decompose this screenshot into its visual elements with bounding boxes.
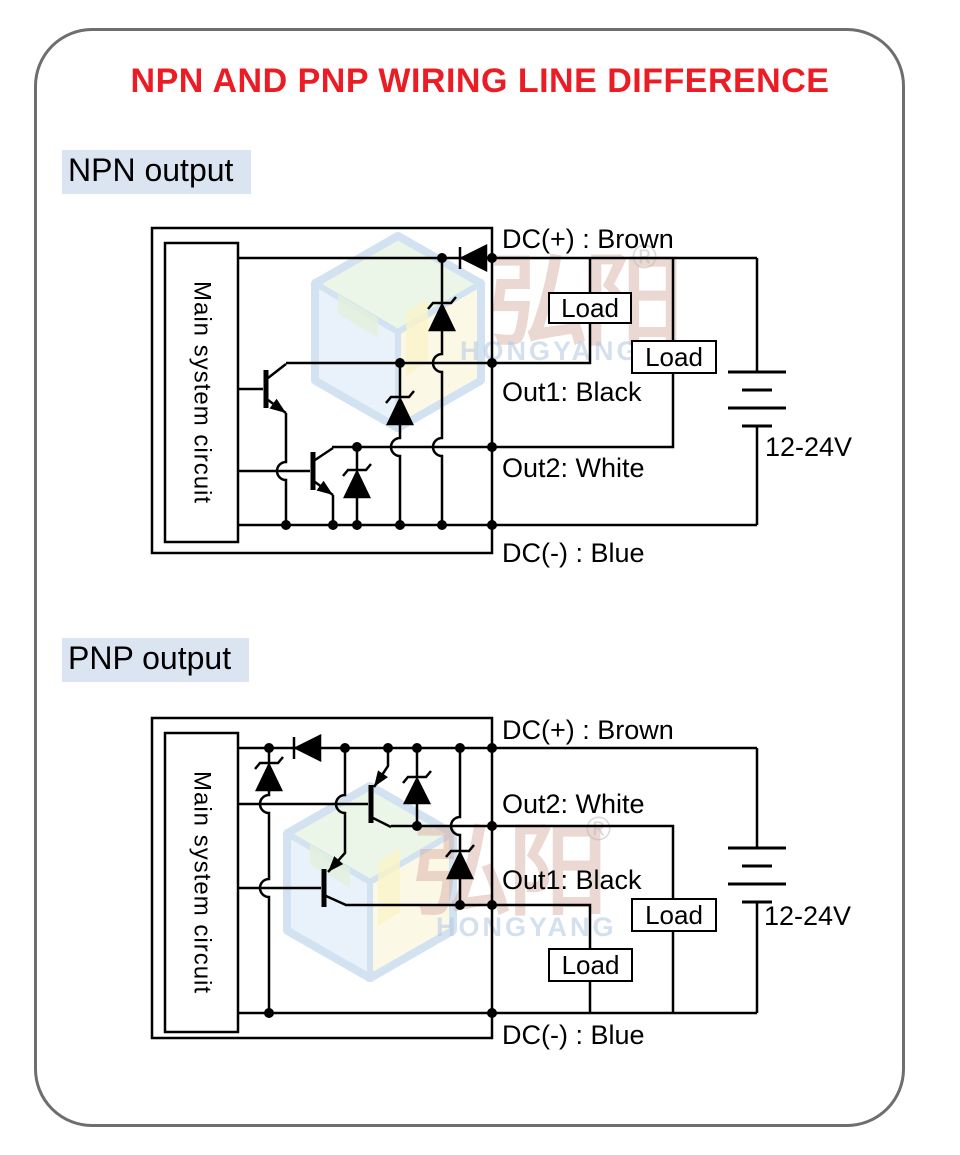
npn-out2-label: Out2: White xyxy=(502,453,645,483)
pnp-circuit-diagram xyxy=(150,716,786,1040)
npn-load2-wiring xyxy=(492,258,675,449)
npn-transistor-2-icon xyxy=(238,446,335,525)
pnp-main-system-box xyxy=(163,731,240,1034)
pnp-load1-wiring xyxy=(492,903,592,1013)
pnp-zener-diode-2-icon xyxy=(402,748,432,826)
npn-circuit-diagram xyxy=(150,226,786,555)
npn-zener-diode-2-icon xyxy=(385,363,415,525)
pnp-zener-diode-1-icon xyxy=(254,748,284,1013)
pnp-battery-icon xyxy=(728,846,786,1013)
npn-load2-box: Load xyxy=(631,340,717,374)
pnp-load1-box: Load xyxy=(548,948,633,982)
pnp-transistor-1-icon xyxy=(238,748,392,829)
npn-zener-diode-3-icon xyxy=(342,447,372,525)
npn-supply-voltage-label: 12-24V xyxy=(765,432,853,462)
pnp-out2-label: Out2: White xyxy=(502,789,645,819)
pnp-sensor-housing-box xyxy=(150,716,494,1040)
pnp-main-system-circuit-label: Main system circuit xyxy=(188,770,216,995)
pnp-dc-plus-label: DC(+) : Brown xyxy=(502,715,674,745)
npn-dc-plus-wire xyxy=(238,256,759,372)
npn-transistor-1-icon xyxy=(238,363,288,525)
npn-diode-icon xyxy=(458,243,488,273)
watermark-latin-text: HONGYANG xyxy=(436,912,617,942)
pnp-dc-plus-wire xyxy=(238,746,759,848)
pnp-diode-icon xyxy=(292,733,322,763)
npn-battery-icon xyxy=(728,370,786,525)
npn-out1-label: Out1: Black xyxy=(502,377,642,407)
npn-section-heading: NPN output xyxy=(62,150,252,194)
npn-dc-minus-label: DC(-) : Blue xyxy=(502,538,645,568)
pnp-out1-label: Out1: Black xyxy=(502,865,642,895)
npn-load1-box: Load xyxy=(548,292,632,324)
npn-main-system-circuit-label: Main system circuit xyxy=(188,280,216,505)
pnp-load2-wiring xyxy=(492,824,675,1013)
page-title: NPN AND PNP WIRING LINE DIFFERENCE xyxy=(130,62,830,100)
npn-sensor-housing-box xyxy=(150,226,494,555)
pnp-transistor-2-icon xyxy=(238,748,347,907)
npn-junction-dots xyxy=(281,253,497,530)
pnp-junction-dots xyxy=(264,743,497,1018)
pnp-load2-box: Load xyxy=(631,898,717,932)
npn-zener-diode-1-icon xyxy=(427,258,457,525)
pnp-section-heading: PNP output xyxy=(62,638,250,682)
page-border xyxy=(34,28,905,1127)
npn-dc-plus-label: DC(+) : Brown xyxy=(502,224,674,254)
pnp-supply-voltage-label: 12-24V xyxy=(764,901,852,931)
pnp-dc-minus-label: DC(-) : Blue xyxy=(502,1020,645,1050)
npn-load1-wiring xyxy=(492,258,592,365)
npn-main-system-box xyxy=(163,241,240,544)
registered-mark-icon: ® xyxy=(586,810,612,848)
